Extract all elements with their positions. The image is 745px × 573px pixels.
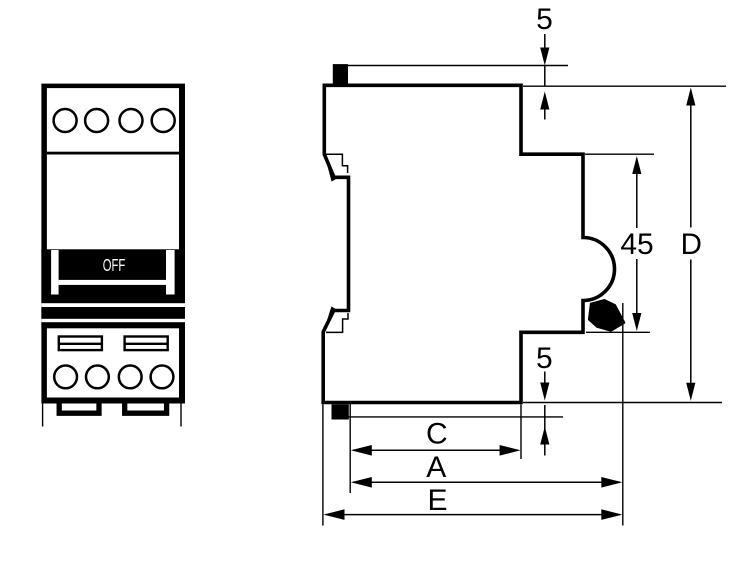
- svg-text:5: 5: [536, 342, 553, 375]
- svg-text:D: D: [681, 228, 702, 261]
- svg-text:45: 45: [620, 228, 653, 261]
- svg-text:E: E: [427, 484, 447, 517]
- svg-text:C: C: [426, 417, 448, 450]
- svg-text:A: A: [426, 451, 446, 484]
- svg-text:5: 5: [536, 3, 553, 36]
- svg-text:OFF: OFF: [103, 255, 126, 275]
